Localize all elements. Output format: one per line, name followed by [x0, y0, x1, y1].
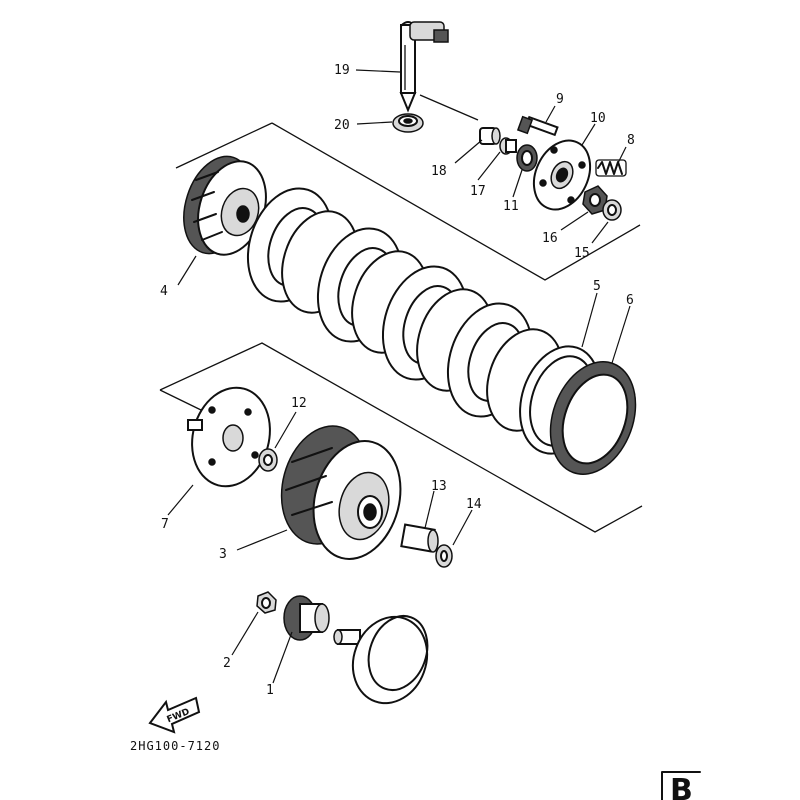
callout-17: 17 — [470, 184, 486, 199]
leader-lines — [167, 69, 631, 684]
callout-14: 14 — [466, 497, 482, 512]
section-letter: B — [670, 773, 693, 800]
plate-7 — [187, 386, 271, 488]
push-piece-17 — [499, 137, 517, 155]
fwd-arrow-icon: FWD — [148, 696, 201, 734]
callout-6: 6 — [626, 293, 634, 308]
primary-drive-gear-1 — [283, 595, 330, 641]
clutch-boss-4 — [183, 155, 267, 256]
collar-18 — [479, 127, 501, 145]
rotor — [333, 615, 429, 705]
callout-1: 1 — [266, 683, 274, 698]
bolt-9 — [516, 115, 559, 137]
callout-11: 11 — [503, 199, 519, 214]
washer-14 — [435, 544, 453, 568]
spring-8 — [595, 159, 627, 177]
lower-group-outline — [159, 342, 643, 533]
clutch-housing-3 — [280, 425, 402, 560]
callout-19: 19 — [334, 63, 350, 78]
callout-2: 2 — [223, 656, 231, 671]
callout-15: 15 — [574, 246, 590, 261]
pressure-plate-10 — [532, 139, 592, 211]
callout-8: 8 — [627, 133, 635, 148]
nut-2 — [256, 591, 277, 614]
callout-4: 4 — [160, 284, 168, 299]
callout-20: 20 — [334, 118, 350, 133]
callout-13: 13 — [431, 479, 447, 494]
collar-13 — [400, 523, 439, 553]
callout-12: 12 — [291, 396, 307, 411]
washer-15 — [602, 199, 622, 221]
callout-16: 16 — [542, 231, 558, 246]
callout-5: 5 — [593, 279, 601, 294]
drawing-code: 2HG100-7120 — [130, 739, 220, 753]
callout-18: 18 — [431, 164, 447, 179]
callout-7: 7 — [161, 517, 169, 532]
washer-12 — [258, 448, 278, 472]
callout-9: 9 — [556, 92, 564, 107]
friction-plate-6 — [549, 361, 637, 475]
upper-group-outline — [175, 122, 273, 169]
callout-3: 3 — [219, 547, 227, 562]
bearing-20 — [392, 113, 424, 133]
bearing-11 — [516, 144, 538, 172]
push-rod-lever — [399, 21, 449, 113]
callout-10: 10 — [590, 111, 606, 126]
section-marker: B — [661, 771, 701, 800]
